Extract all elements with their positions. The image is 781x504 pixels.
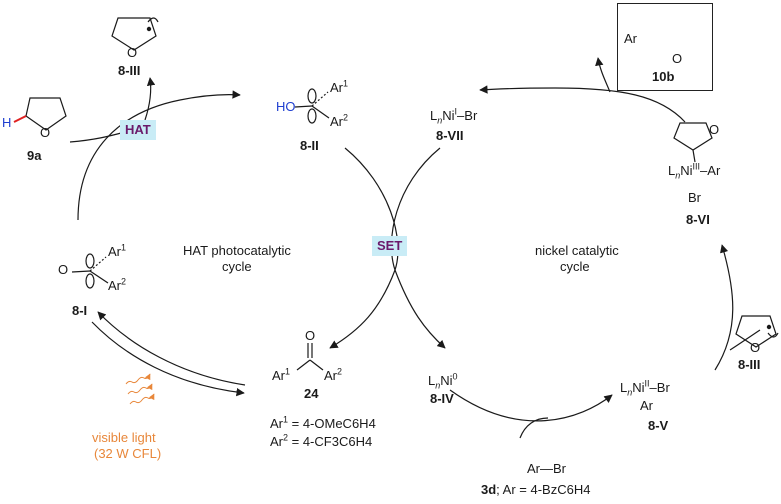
definition-ar1: Ar1 = 4-OMeC6H4 (270, 414, 376, 431)
atom-O-8I: O (58, 262, 69, 277)
complex-8IV: LnNi0 (428, 371, 458, 391)
hat-cycle-label-line2: cycle (222, 259, 252, 274)
atom-O-8III-top: O (127, 45, 138, 60)
label-10b: 10b (652, 69, 675, 84)
atom-O-10b: O (672, 51, 683, 66)
arrow-8IV-to-8V (449, 389, 613, 422)
light-wave-3 (129, 393, 155, 405)
arrow-24-to-8I (97, 311, 246, 386)
label-8II: 8-II (300, 138, 319, 153)
label-8III-right: 8-III (738, 357, 761, 372)
atom-Ar2-8II: Ar2 (330, 112, 349, 129)
atom-Ar-8V: Ar (640, 398, 653, 413)
thf-radical-top-structure (111, 17, 159, 51)
label-8III-top: 8-III (118, 63, 141, 78)
ni-cycle-label-line2: cycle (560, 259, 590, 274)
complex-8VII: LnNiI–Br (430, 106, 478, 126)
label-8VI: 8-VI (686, 212, 710, 227)
light-label-line2: (32 W CFL) (94, 446, 162, 461)
atom-O-9a: O (40, 125, 51, 140)
label-8IV: 8-IV (430, 391, 454, 406)
label-8VII: 8-VII (436, 128, 464, 143)
atom-Ar1-8I: Ar1 (108, 242, 127, 259)
definition-ar2: Ar2 = 4-CF3C6H4 (270, 432, 373, 449)
atom-Ar2-24: Ar2 (324, 366, 343, 383)
atom-O-8III-right: O (750, 340, 761, 355)
arrow-8III-out (144, 77, 156, 121)
atom-Ar-10b: Ar (624, 31, 637, 46)
arrow-product-out (595, 57, 611, 93)
set-badge: SET (372, 236, 408, 256)
arrow-9a-in (69, 131, 126, 143)
hat-badge: HAT (120, 120, 156, 140)
atom-O-8VI: O (709, 122, 720, 137)
hat-cycle-label-line1: HAT photocatalytic (183, 243, 291, 258)
ketone-24-structure (296, 343, 324, 371)
arrow-8V-to-8VI (714, 244, 734, 371)
reagent-ArBr: Ar—Br (527, 461, 566, 476)
ketyl-8II-structure (294, 88, 330, 124)
set-arrow-8VII-to-8IV (390, 147, 446, 349)
arrow-8VI-to-8VII (479, 85, 686, 123)
complex-8VI: LnNiIII–Ar (668, 161, 721, 181)
arrow-8I-to-24 (91, 321, 245, 397)
atom-Ar1-24: Ar1 (272, 366, 291, 383)
light-label-line1: visible light (92, 430, 156, 445)
arrow-ArBr-in (519, 417, 549, 439)
hat-cycle-arc-left (77, 90, 241, 221)
atom-Br-8VI: Br (688, 190, 701, 205)
atom-Ar2-8I: Ar2 (108, 276, 127, 293)
reagent-3d-definition: 3d; Ar = 4-BzC6H4 (481, 482, 591, 497)
label-24: 24 (304, 386, 319, 401)
atom-Ar1-8II: Ar1 (330, 78, 349, 95)
atom-H-9a: H (2, 115, 12, 130)
thf-radical-right-structure (735, 315, 779, 348)
light-wave-2 (127, 383, 153, 395)
light-wave-1 (125, 373, 151, 385)
label-8I: 8-I (72, 303, 88, 318)
atom-O-24: O (305, 328, 316, 343)
ni-cycle-label-line1: nickel catalytic (535, 243, 619, 258)
label-9a: 9a (27, 148, 42, 163)
thf-8VI-structure (673, 122, 713, 163)
product-box (617, 3, 713, 91)
label-8V: 8-V (648, 418, 669, 433)
ketyl-8I-structure (71, 253, 109, 289)
arrow-8III-right-in (729, 329, 761, 351)
complex-8V: LnNiII–Br (620, 378, 670, 398)
thf-9a-structure (13, 97, 67, 131)
atom-HO-8II: HO (276, 99, 296, 114)
